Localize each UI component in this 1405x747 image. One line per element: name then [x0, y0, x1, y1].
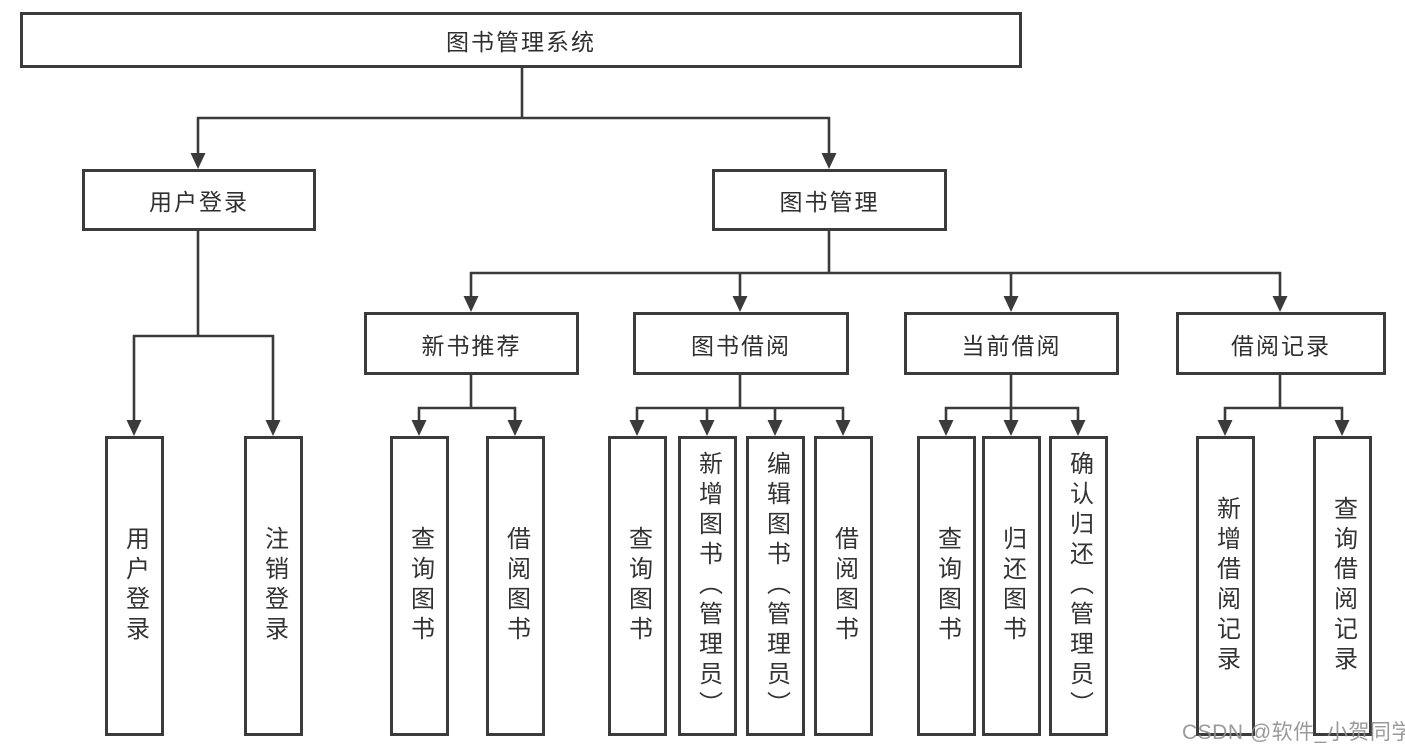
csdn-watermark: CSDN @软件_小贺同学 — [1182, 721, 1405, 744]
leaf-label: 查询图书 — [406, 526, 434, 646]
node-label: 新书推荐 — [421, 332, 522, 359]
leaf-borrow-books: 借阅图书 — [486, 436, 545, 736]
leaf-query-borrow-record: 查询借阅记录 — [1313, 436, 1372, 736]
node-current-borrow: 当前借阅 — [904, 312, 1119, 375]
leaf-return-books: 归还图书 — [982, 436, 1041, 736]
node-user-login: 用户登录 — [82, 169, 316, 231]
leaf-label: 借阅图书 — [502, 526, 530, 646]
leaf-label: 新增借阅记录 — [1212, 496, 1240, 676]
node-book-management: 图书管理 — [712, 169, 947, 231]
leaf-borrow-books: 借阅图书 — [814, 436, 873, 736]
node-borrow-records: 借阅记录 — [1176, 312, 1386, 375]
leaf-query-books: 查询图书 — [608, 436, 667, 736]
leaf-user-login: 用户登录 — [105, 436, 164, 736]
node-root-system: 图书管理系统 — [20, 12, 1022, 68]
leaf-label: 编辑图书（管理员） — [762, 451, 790, 721]
leaf-add-books-admin: 新增图书（管理员） — [678, 436, 737, 736]
leaf-label: 用户登录 — [121, 526, 149, 646]
node-label: 图书管理 — [779, 189, 880, 215]
leaf-query-books: 查询图书 — [390, 436, 449, 736]
leaf-query-books: 查询图书 — [917, 436, 976, 736]
node-label: 图书借阅 — [691, 332, 791, 359]
node-label: 图书管理系统 — [446, 29, 596, 55]
leaf-label: 归还图书 — [998, 526, 1026, 646]
leaf-add-borrow-record: 新增借阅记录 — [1196, 436, 1255, 736]
leaf-label: 确认归还（管理员） — [1065, 451, 1093, 721]
leaf-label: 新增图书（管理员） — [694, 451, 722, 721]
arrow-down-icons — [126, 153, 1350, 436]
leaf-label: 查询图书 — [624, 526, 652, 646]
leaf-label: 注销登录 — [260, 526, 288, 646]
leaf-logout: 注销登录 — [244, 436, 303, 736]
node-label: 用户登录 — [149, 189, 249, 215]
node-label: 当前借阅 — [961, 332, 1062, 359]
node-new-book-recommend: 新书推荐 — [364, 312, 579, 375]
leaf-label: 查询借阅记录 — [1329, 496, 1357, 676]
node-book-borrow: 图书借阅 — [633, 312, 849, 375]
leaf-confirm-return-admin: 确认归还（管理员） — [1049, 436, 1108, 736]
leaf-label: 查询图书 — [933, 526, 961, 646]
leaf-label: 借阅图书 — [830, 526, 858, 646]
node-label: 借阅记录 — [1231, 332, 1331, 359]
leaf-edit-books-admin: 编辑图书（管理员） — [746, 436, 805, 736]
